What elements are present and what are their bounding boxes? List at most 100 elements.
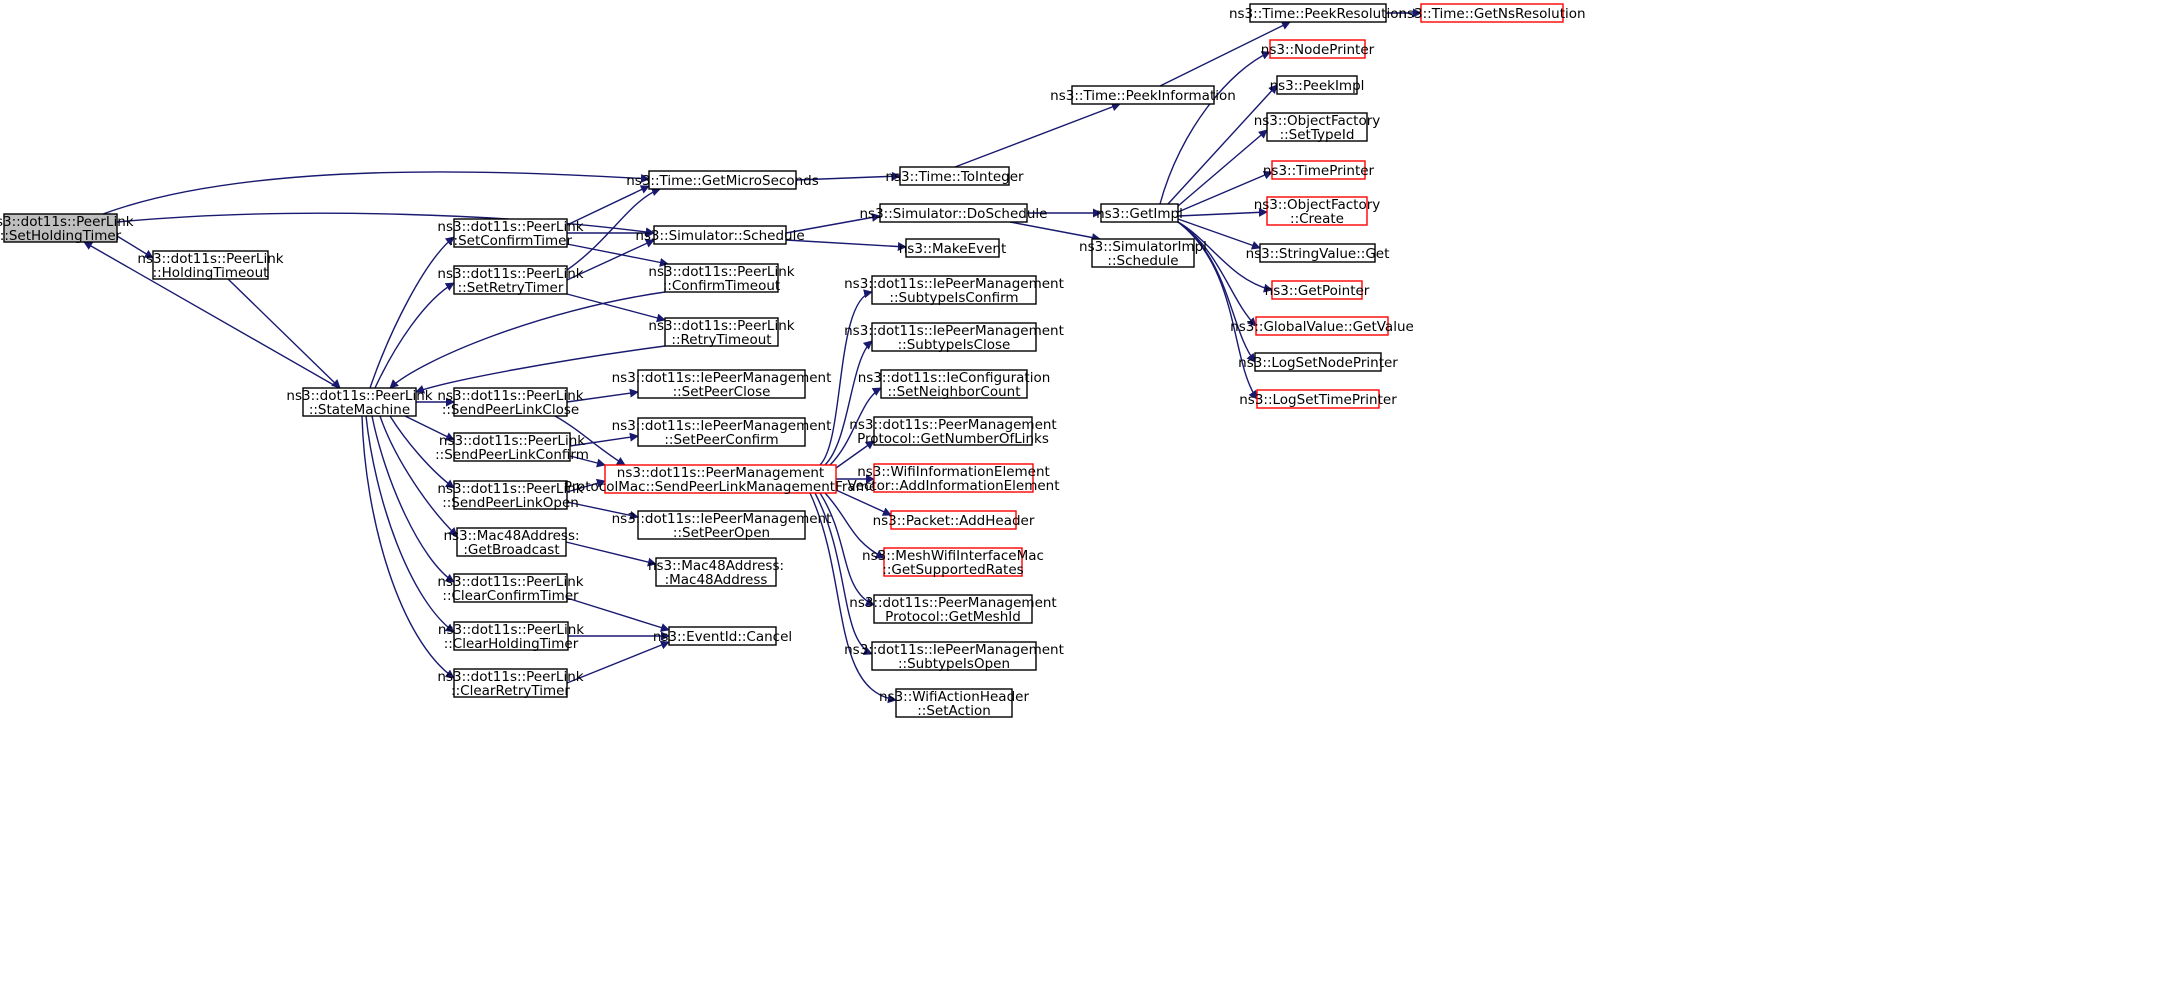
edge-retryTimeout-21 [415, 345, 666, 394]
node-stringGet[interactable]: ns3::StringValue::Get [1246, 243, 1390, 263]
node-sendConfirm[interactable]: ns3::dot11s::PeerLink::SendPeerLinkConfi… [435, 432, 589, 463]
node-iePeerOpen[interactable]: ns3::dot11s::IePeerManagement::SetPeerOp… [612, 510, 832, 541]
node-getBroadcast[interactable]: ns3::Mac48Address::GetBroadcast [443, 527, 580, 558]
edge-setConfirm-14 [566, 185, 650, 226]
node-label: ns3::PeekImpl [1270, 78, 1365, 94]
node-iePeerClose[interactable]: ns3::dot11s::IePeerManagement::SetPeerCl… [612, 369, 832, 400]
node-label: ns3::MakeEvent [899, 241, 1007, 257]
node-retryTimeout[interactable]: ns3::dot11s::PeerLink::RetryTimeout [648, 317, 795, 348]
node-sendClose[interactable]: ns3::dot11s::PeerLink::SendPeerLinkClose [437, 387, 584, 418]
node-label: ns3::Time::PeekInformation [1050, 88, 1236, 104]
node-label: ns3::dot11s::PeerLink [648, 318, 794, 334]
edge-stateMachine-8 [379, 415, 458, 537]
edge-stateMachine-11 [361, 415, 455, 679]
edge-getImpl-43 [1177, 171, 1273, 213]
node-getImpl[interactable]: ns3::GetImpl [1096, 203, 1183, 223]
node-makeEvent[interactable]: ns3::MakeEvent [899, 238, 1007, 258]
node-logTime[interactable]: ns3::LogSetTimePrinter [1239, 389, 1397, 409]
node-label: ::ClearConfirmTimer [442, 588, 579, 604]
node-label: ns3::GlobalValue::GetValue [1230, 319, 1414, 335]
node-label: ns3::Mac48Address: [443, 528, 579, 544]
node-globalGet[interactable]: ns3::GlobalValue::GetValue [1230, 316, 1414, 336]
node-clearHolding[interactable]: ns3::dot11s::PeerLink::ClearHoldingTimer [438, 621, 584, 652]
node-label: Vector::AddInformationElement [847, 478, 1059, 494]
node-meshId[interactable]: ns3::dot11s::PeerManagementProtocol::Get… [849, 594, 1057, 625]
node-schedule[interactable]: ns3::Simulator::Schedule [635, 225, 805, 245]
node-toInteger[interactable]: ns3::Time::ToInteger [885, 166, 1024, 186]
node-cancel[interactable]: ns3::EventId::Cancel [653, 626, 792, 646]
node-factoryCreate[interactable]: ns3::ObjectFactory::Create [1254, 196, 1381, 227]
node-label: ns3::Time::GetMicroSeconds [626, 173, 819, 189]
node-addHeader[interactable]: ns3::Packet::AddHeader [873, 510, 1035, 530]
node-holdingTimeout[interactable]: ns3::dot11s::PeerLink::HoldingTimeout [137, 250, 284, 281]
node-label: ns3::dot11s::IePeerManagement [844, 276, 1064, 292]
node-label: Protocol::GetNumberOfLinks [857, 431, 1049, 447]
node-subOpen[interactable]: ns3::dot11s::IePeerManagement::SubtypeIs… [844, 641, 1064, 672]
node-box [637, 417, 806, 447]
node-sendMgmt[interactable]: ns3::dot11s::PeerManagementProtocolMac::… [564, 464, 877, 495]
node-setRetry[interactable]: ns3::dot11s::PeerLink::SetRetryTimer [437, 265, 584, 296]
node-stateMachine[interactable]: ns3::dot11s::PeerLink::StateMachine [286, 387, 433, 418]
edge-setConfirm-16 [566, 243, 669, 267]
node-peekImpl[interactable]: ns3::PeekImpl [1270, 75, 1365, 95]
node-box [1271, 160, 1366, 180]
node-sendOpen[interactable]: ns3::dot11s::PeerLink::SendPeerLinkOpen [437, 480, 584, 511]
node-subClose[interactable]: ns3::dot11s::IePeerManagement::SubtypeIs… [844, 322, 1064, 353]
node-getPointer[interactable]: ns3::GetPointer [1265, 280, 1370, 300]
node-doSchedule[interactable]: ns3::Simulator::DoSchedule [860, 203, 1048, 223]
node-setHolding[interactable]: ns3::dot11s::PeerLink::SetHoldingTimer [0, 213, 134, 244]
node-numLinks[interactable]: ns3::dot11s::PeerManagementProtocol::Get… [849, 416, 1057, 447]
edge-getImpl-49 [1177, 221, 1258, 400]
node-label: ns3::dot11s::IePeerManagement [612, 370, 832, 386]
edge-holdingTimeout-1 [227, 278, 341, 389]
node-peekRes[interactable]: ns3::Time::PeekResolution [1229, 3, 1407, 23]
node-label: ::SetAction [917, 703, 991, 719]
node-logNode[interactable]: ns3::LogSetNodePrinter [1238, 352, 1398, 372]
node-box [905, 238, 1000, 258]
node-timePrinter[interactable]: ns3::TimePrinter [1263, 160, 1375, 180]
node-box [871, 641, 1037, 671]
node-label: ns3::GetPointer [1265, 283, 1370, 299]
node-getMicro[interactable]: ns3::Time::GetMicroSeconds [626, 170, 819, 190]
node-peekInfo[interactable]: ns3::Time::PeekInformation [1050, 85, 1236, 105]
node-label: ns3::dot11s::PeerManagement [849, 595, 1056, 611]
node-box [880, 369, 1028, 399]
node-supportedRates[interactable]: ns3::MeshWifiInterfaceMac::GetSupportedR… [862, 547, 1044, 578]
node-subConfirm[interactable]: ns3::dot11s::IePeerManagement::SubtypeIs… [844, 275, 1064, 306]
edge-peekInfo-36 [1159, 21, 1291, 87]
node-label: ns3::dot11s::PeerLink [438, 622, 584, 638]
node-setConfirm[interactable]: ns3::dot11s::PeerLink::SetConfirmTimer [437, 218, 584, 249]
node-clearConfirm[interactable]: ns3::dot11s::PeerLink::ClearConfirmTimer [437, 573, 584, 604]
node-setNeighbor[interactable]: ns3::dot11s::IeConfiguration::SetNeighbo… [858, 369, 1051, 400]
edge-setRetry-17 [566, 187, 661, 271]
node-box [879, 203, 1028, 223]
edge-clearRetry-31 [566, 640, 670, 684]
node-simImplSchedule[interactable]: ns3::SimulatorImpl::Schedule [1079, 238, 1207, 269]
edge-sendMgmt-51 [824, 340, 873, 466]
node-label: ns3::dot11s::PeerLink [648, 264, 794, 280]
node-setAction[interactable]: ns3::WifiActionHeader::SetAction [879, 688, 1029, 719]
node-clearRetry[interactable]: ns3::dot11s::PeerLink::ClearRetryTimer [437, 668, 584, 699]
node-getNsRes[interactable]: ns3::Time::GetNsResolution [1398, 3, 1586, 23]
edge-sendMgmt-52 [829, 387, 882, 466]
edge-getImpl-41 [1167, 84, 1278, 205]
node-label: Protocol::GetMeshId [885, 609, 1021, 625]
node-setTypeId[interactable]: ns3::ObjectFactory::SetTypeId [1254, 112, 1381, 143]
node-box [871, 322, 1037, 352]
node-label: ns3::TimePrinter [1263, 163, 1375, 179]
node-label: ns3::MeshWifiInterfaceMac [862, 548, 1044, 564]
node-box [873, 463, 1034, 493]
edge-stateMachine-2 [83, 241, 340, 389]
node-box [637, 369, 806, 399]
node-addInfo[interactable]: ns3::WifiInformationElementVector::AddIn… [847, 463, 1060, 494]
node-label: ::ClearHoldingTimer [444, 636, 579, 652]
node-mac48[interactable]: ns3::Mac48Address::Mac48Address [648, 557, 784, 588]
node-label: ns3::SimulatorImpl [1079, 239, 1207, 255]
node-iePeerConfirm[interactable]: ns3::dot11s::IePeerManagement::SetPeerCo… [612, 417, 832, 448]
edge-getMicro-32 [795, 171, 901, 181]
node-nodePrinter[interactable]: ns3::NodePrinter [1261, 39, 1375, 59]
edge-clearConfirm-29 [566, 597, 670, 632]
edge-toInteger-35 [954, 102, 1121, 168]
node-confirmTimeout[interactable]: ns3::dot11s::PeerLink::ConfirmTimeout [648, 263, 795, 294]
node-label: ::SetHoldingTimer [0, 228, 122, 244]
